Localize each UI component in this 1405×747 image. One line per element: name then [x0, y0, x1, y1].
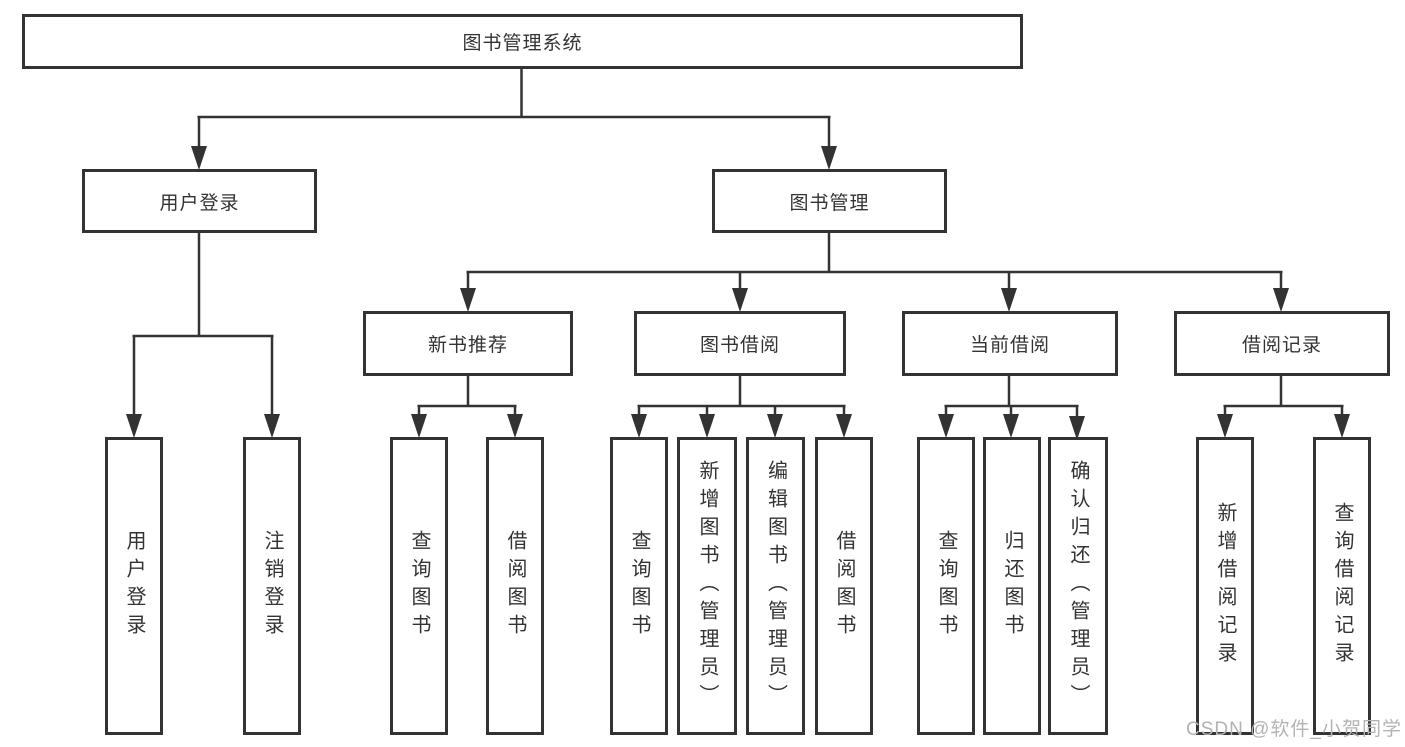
- node-query-books-current: 查询图书: [917, 437, 975, 735]
- leaf-label: 借阅图书: [833, 530, 855, 642]
- leaf-label: 新增图书（管理员）: [696, 460, 718, 712]
- node-query-borrow-record: 查询借阅记录: [1313, 437, 1371, 735]
- node-query-books-recommend: 查询图书: [390, 437, 448, 735]
- node-confirm-return-admin: 确认归还（管理员）: [1048, 437, 1108, 735]
- leaf-label: 查询图书: [628, 530, 650, 642]
- node-query-books-borrowing: 查询图书: [610, 437, 668, 735]
- connector-user-login: [126, 233, 280, 438]
- leaf-label: 编辑图书（管理员）: [764, 460, 787, 712]
- node-book-borrowing: 图书借阅: [634, 311, 846, 376]
- leaf-label: 查询图书: [408, 530, 430, 642]
- node-logout: 注销登录: [243, 437, 301, 735]
- watermark: CSDN @软件_小贺同学: [1186, 719, 1402, 740]
- leaf-label: 查询图书: [935, 530, 957, 642]
- connector-current-borrowing: [938, 376, 1085, 440]
- node-user-login-leaf: 用户登录: [105, 437, 163, 735]
- connector-borrowing-records: [1217, 376, 1350, 438]
- node-borrow-books-recommend: 借阅图书: [486, 437, 544, 735]
- connector-new-book-recommend: [411, 376, 523, 438]
- connector-root: [191, 69, 837, 170]
- connector-book-borrowing: [631, 376, 852, 438]
- leaf-label: 归还图书: [1001, 530, 1023, 642]
- node-edit-book-admin: 编辑图书（管理员）: [746, 437, 805, 735]
- node-user-login: 用户登录: [82, 169, 317, 233]
- node-current-borrowing: 当前借阅: [902, 311, 1118, 376]
- node-book-management: 图书管理: [712, 169, 947, 233]
- node-new-book-recommend: 新书推荐: [363, 311, 573, 376]
- node-borrow-books-borrowing: 借阅图书: [815, 437, 873, 735]
- leaf-label: 用户登录: [123, 530, 145, 642]
- node-add-book-admin: 新增图书（管理员）: [677, 437, 737, 735]
- node-borrowing-records: 借阅记录: [1174, 311, 1390, 376]
- connector-book-management: [460, 233, 1289, 312]
- leaf-label: 注销登录: [261, 530, 283, 642]
- leaf-label: 新增借阅记录: [1214, 502, 1236, 670]
- leaf-label: 借阅图书: [504, 530, 526, 642]
- node-add-borrow-record: 新增借阅记录: [1196, 437, 1254, 735]
- node-root: 图书管理系统: [22, 14, 1023, 69]
- leaf-label: 确认归还（管理员）: [1067, 460, 1089, 712]
- node-return-books: 归还图书: [983, 437, 1041, 735]
- leaf-label: 查询借阅记录: [1331, 502, 1353, 670]
